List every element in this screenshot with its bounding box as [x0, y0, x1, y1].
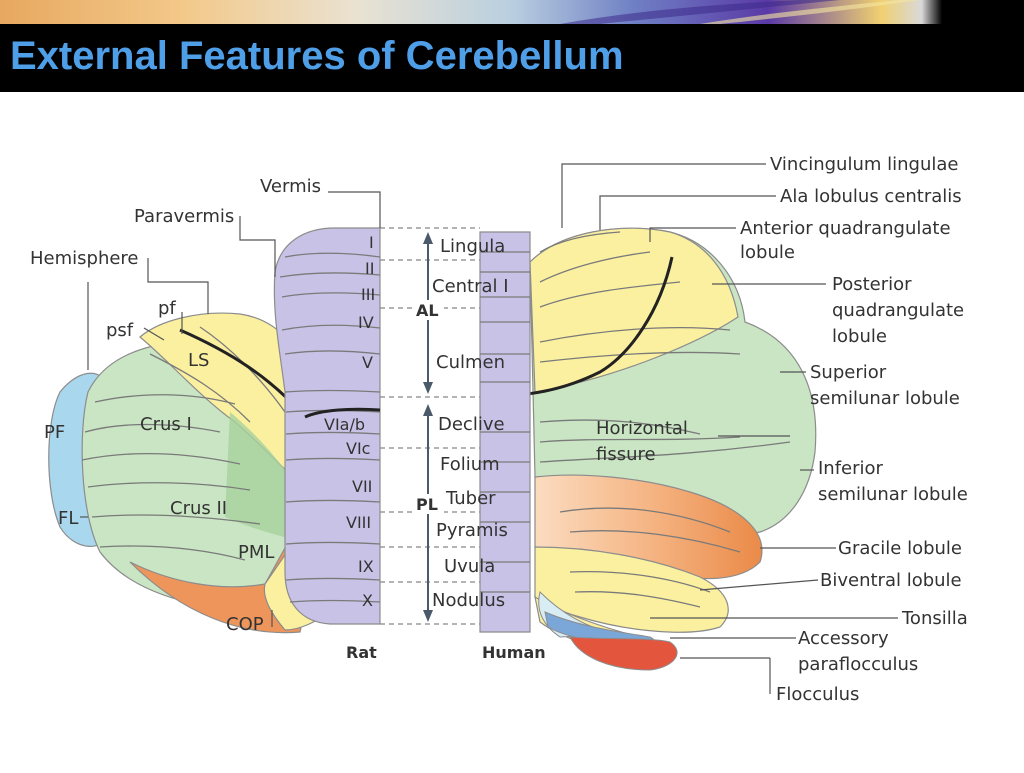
lobule-declive: Declive — [438, 414, 505, 435]
label-pml: PML — [238, 542, 274, 563]
lobule-uvula: Uvula — [444, 556, 495, 577]
label-ls: LS — [188, 350, 209, 371]
label-sup-semi-2: semilunar lobule — [810, 388, 960, 409]
label-cop: COP — [226, 614, 264, 635]
banner-artwork — [0, 0, 1024, 24]
label-rat: Rat — [346, 643, 377, 662]
cerebellum-svg: Vermis Paravermis Hemisphere pf psf LS P… — [30, 154, 968, 705]
roman-3: III — [361, 285, 375, 304]
lobule-lingula: Lingula — [440, 236, 505, 257]
label-acc-para-1: Accessory — [798, 628, 889, 649]
label-human: Human — [482, 643, 546, 662]
label-flocculus: Flocculus — [776, 684, 859, 705]
label-sup-semi-1: Superior — [810, 362, 887, 383]
label-post-quad-1: Posterior — [832, 274, 912, 295]
roman-6c: VIc — [346, 439, 370, 458]
leader-lines — [80, 163, 898, 694]
label-psf: psf — [106, 320, 134, 341]
label-inf-semi-2: semilunar lobule — [818, 484, 968, 505]
label-pf: pf — [158, 298, 176, 319]
roman-6ab: VIa/b — [324, 415, 365, 434]
title-bar: External Features of Cerebellum — [0, 24, 1024, 92]
label-crus1: Crus I — [140, 414, 192, 435]
label-ant-quad-2: lobule — [740, 242, 795, 263]
lobule-pyramis: Pyramis — [436, 520, 508, 541]
lobule-nodulus: Nodulus — [432, 590, 505, 611]
lobule-central: Central I — [432, 276, 509, 297]
lobe-arrows — [414, 232, 444, 622]
label-crus2: Crus II — [170, 498, 227, 519]
roman-1: I — [369, 233, 374, 252]
rat-vermis — [273, 227, 381, 625]
label-fl: FL — [58, 508, 78, 529]
human-vermis — [479, 231, 531, 633]
roman-8: VIII — [346, 513, 371, 532]
label-hemisphere: Hemisphere — [30, 248, 139, 269]
label-post-quad-2: quadrangulate — [832, 300, 964, 321]
label-anterior-lobe: AL — [416, 301, 439, 320]
label-vincingulum: Vincingulum lingulae — [770, 154, 958, 175]
label-biventral: Biventral lobule — [820, 570, 962, 591]
label-inf-semi-1: Inferior — [818, 458, 884, 479]
label-horizontal: Horizontal — [596, 418, 688, 439]
lobule-culmen: Culmen — [436, 352, 505, 373]
label-ala: Ala lobulus centralis — [780, 186, 962, 207]
decorative-banner — [0, 0, 1024, 24]
quadrangulate-region — [529, 227, 739, 393]
cerebellum-diagram: Vermis Paravermis Hemisphere pf psf LS P… — [0, 92, 1024, 768]
roman-7: VII — [352, 477, 372, 496]
slide-title: External Features of Cerebellum — [10, 34, 624, 78]
label-acc-para-2: paraflocculus — [798, 654, 918, 675]
roman-4: IV — [358, 313, 374, 332]
label-post-quad-3: lobule — [832, 326, 887, 347]
lobule-tuber: Tuber — [445, 488, 496, 509]
label-vermis: Vermis — [260, 176, 321, 197]
label-ant-quad-1: Anterior quadrangulate — [740, 218, 951, 239]
roman-10: X — [362, 591, 373, 610]
label-posterior-lobe: PL — [416, 495, 438, 514]
label-paravermis: Paravermis — [134, 206, 234, 227]
label-pf-lobe: PF — [44, 422, 65, 443]
roman-5: V — [362, 353, 373, 372]
label-tonsilla: Tonsilla — [901, 608, 968, 629]
lobule-folium: Folium — [440, 454, 500, 475]
label-gracile: Gracile lobule — [838, 538, 962, 559]
flocculus-region — [569, 636, 678, 671]
roman-2: II — [365, 259, 374, 278]
roman-9: IX — [358, 557, 374, 576]
human-cerebellum — [479, 227, 817, 671]
label-fissure: fissure — [596, 444, 656, 465]
